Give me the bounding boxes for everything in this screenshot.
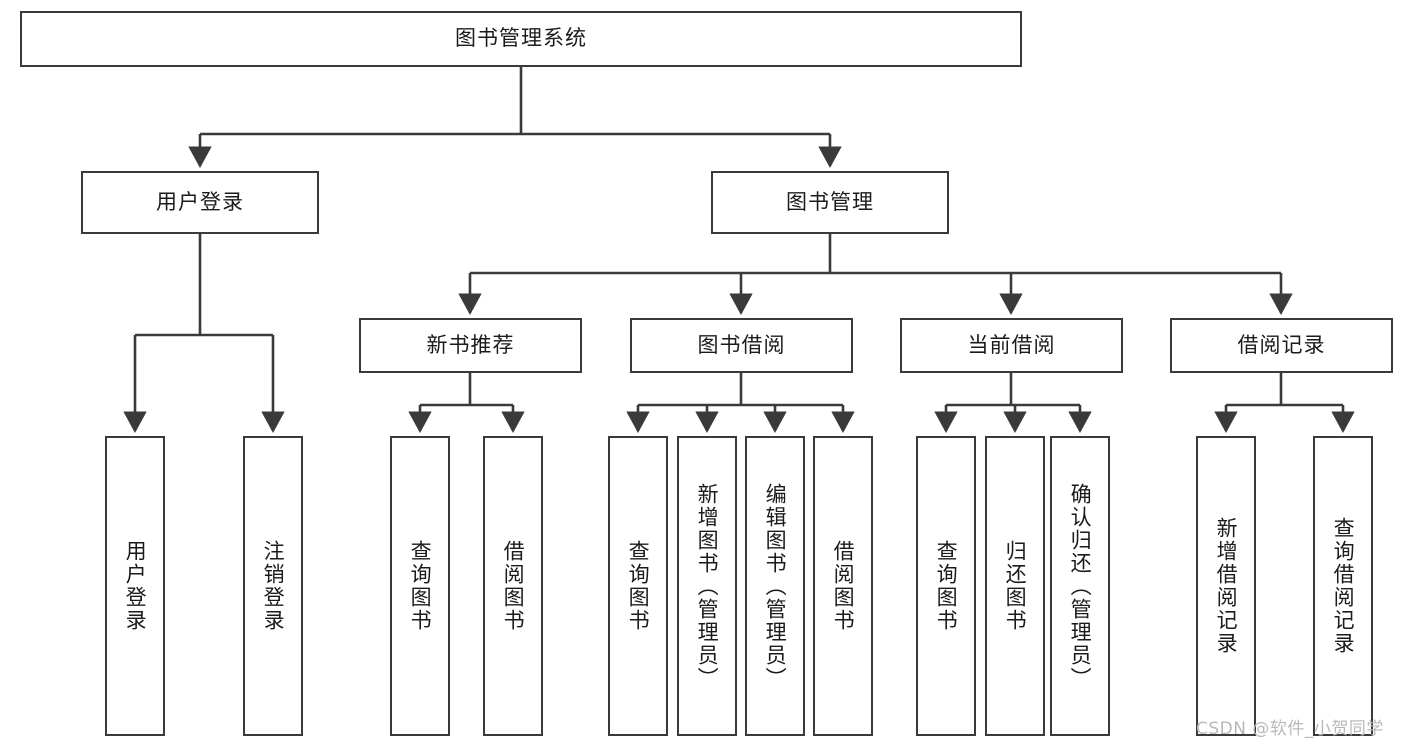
node-current-borrow[interactable]: 当前借阅 xyxy=(900,318,1123,373)
node-leaf-edit-book[interactable]: 编辑图书（管理员） xyxy=(745,436,805,736)
node-leaf-add-borrow-record[interactable]: 新增借阅记录 xyxy=(1196,436,1256,736)
node-book-borrow[interactable]: 图书借阅 xyxy=(630,318,853,373)
leaf-label: 查询借阅记录 xyxy=(1331,517,1356,655)
node-leaf-query-book-3[interactable]: 查询图书 xyxy=(916,436,976,736)
watermark-text: CSDN @软件_小贺同学 xyxy=(1196,719,1384,739)
node-leaf-confirm-return[interactable]: 确认归还（管理员） xyxy=(1050,436,1110,736)
node-leaf-borrow-book-1[interactable]: 借阅图书 xyxy=(483,436,543,736)
node-leaf-user-login[interactable]: 用户登录 xyxy=(105,436,165,736)
leaf-label: 查询图书 xyxy=(408,540,433,632)
leaf-label: 归还图书 xyxy=(1003,540,1028,632)
node-leaf-borrow-book-2[interactable]: 借阅图书 xyxy=(813,436,873,736)
node-leaf-query-book-1[interactable]: 查询图书 xyxy=(390,436,450,736)
leaf-label: 借阅图书 xyxy=(501,540,526,632)
leaf-label: 借阅图书 xyxy=(831,540,856,632)
node-new-book-recommend[interactable]: 新书推荐 xyxy=(359,318,582,373)
node-root[interactable]: 图书管理系统 xyxy=(20,11,1022,67)
leaf-label: 查询图书 xyxy=(934,540,959,632)
node-leaf-query-book-2[interactable]: 查询图书 xyxy=(608,436,668,736)
leaf-label: 编辑图书（管理员） xyxy=(763,482,788,690)
node-leaf-return-book[interactable]: 归还图书 xyxy=(985,436,1045,736)
leaf-label: 确认归还（管理员） xyxy=(1068,482,1093,690)
leaf-label: 用户登录 xyxy=(123,540,148,632)
node-borrow-record[interactable]: 借阅记录 xyxy=(1170,318,1393,373)
leaf-label: 新增借阅记录 xyxy=(1214,517,1239,655)
leaf-label: 注销登录 xyxy=(261,540,286,632)
node-user-login[interactable]: 用户登录 xyxy=(81,171,319,234)
node-leaf-add-book[interactable]: 新增图书（管理员） xyxy=(677,436,737,736)
leaf-label: 新增图书（管理员） xyxy=(695,482,720,690)
node-leaf-query-borrow-record[interactable]: 查询借阅记录 xyxy=(1313,436,1373,736)
node-book-manage[interactable]: 图书管理 xyxy=(711,171,949,234)
node-leaf-user-logout[interactable]: 注销登录 xyxy=(243,436,303,736)
leaf-label: 查询图书 xyxy=(626,540,651,632)
